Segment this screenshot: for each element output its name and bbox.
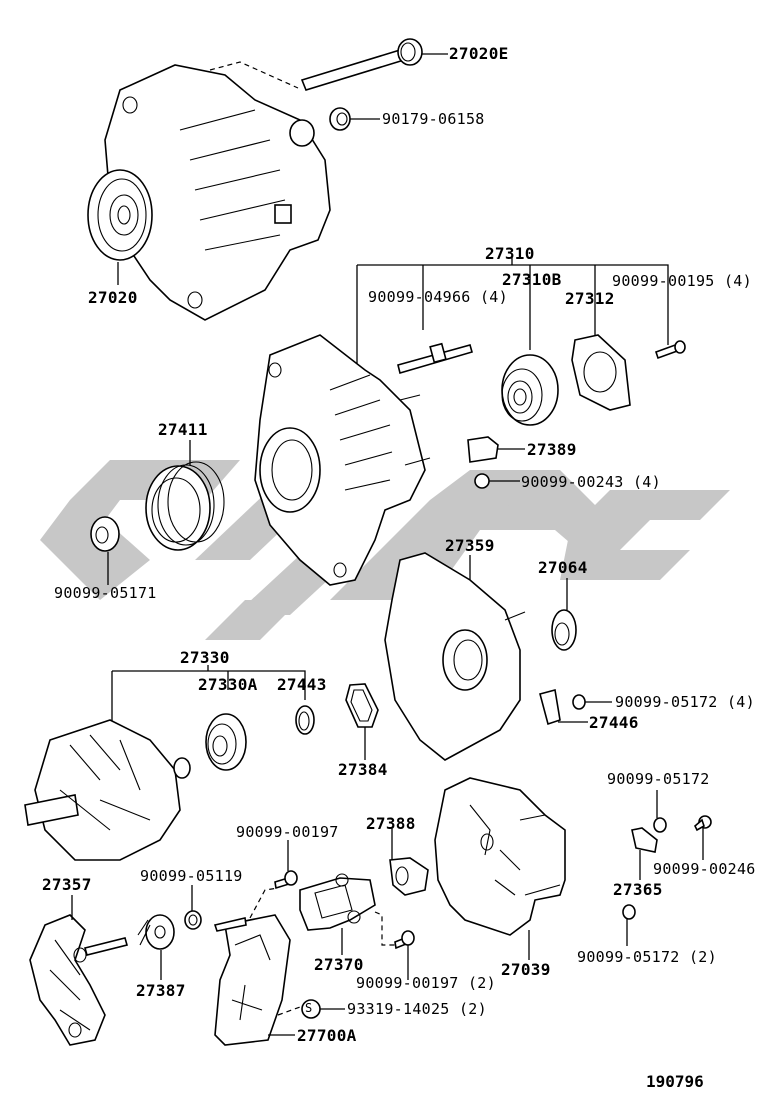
label-27387[interactable]: 27387 <box>136 981 186 1000</box>
screw-90099-00197[interactable] <box>274 870 298 890</box>
seal-27384[interactable] <box>345 683 379 728</box>
label-27310[interactable]: 27310 <box>485 244 535 263</box>
nut-90179-06158[interactable] <box>329 107 351 131</box>
terminal-cap-27389[interactable] <box>467 436 499 463</box>
retainer-plate-27312[interactable] <box>571 334 631 411</box>
rear-frame-27359[interactable] <box>384 552 526 761</box>
rectifier-holder-27357[interactable] <box>29 914 128 1046</box>
label-90099-04966[interactable]: 90099-04966 (4) <box>368 288 508 306</box>
label-27370[interactable]: 27370 <box>314 955 364 974</box>
bearing-27330A[interactable] <box>205 713 247 771</box>
pulley-nut-90099-05171[interactable] <box>90 516 120 552</box>
label-27064[interactable]: 27064 <box>538 558 588 577</box>
label-27330[interactable]: 27330 <box>180 648 230 667</box>
label-90099-00243[interactable]: 90099-00243 (4) <box>521 473 661 491</box>
nut-90099-00243[interactable] <box>474 473 490 489</box>
cover-27443[interactable] <box>295 705 315 735</box>
label-90099-00195[interactable]: 90099-00195 (4) <box>612 272 752 290</box>
label-93319-14025[interactable]: 93319-14025 (2) <box>347 1000 487 1018</box>
label-90099-00197[interactable]: 90099-00197 <box>236 823 339 841</box>
label-90099-05172[interactable]: 90099-05172 <box>607 770 710 788</box>
label-27700A[interactable]: 27700A <box>297 1026 357 1045</box>
s-marker-label: S <box>305 1001 313 1015</box>
label-90099-05172-x4[interactable]: 90099-05172 (4) <box>615 693 755 711</box>
label-90179-06158[interactable]: 90179-06158 <box>382 110 485 128</box>
stud-90099-04966[interactable] <box>397 342 473 375</box>
terminal-insulator-27387[interactable] <box>137 914 175 950</box>
bearing-27310B[interactable] <box>501 354 559 426</box>
rear-end-cover-27039[interactable] <box>434 777 566 936</box>
label-27020[interactable]: 27020 <box>88 288 138 307</box>
alternator-assembly-27020[interactable] <box>87 64 331 321</box>
insulator-27064[interactable] <box>551 609 577 651</box>
label-27389[interactable]: 27389 <box>527 440 577 459</box>
nut-90099-05172-x2[interactable] <box>622 904 636 920</box>
nut-90099-05119[interactable] <box>184 910 202 930</box>
label-27411[interactable]: 27411 <box>158 420 208 439</box>
label-27446[interactable]: 27446 <box>589 713 639 732</box>
label-27443[interactable]: 27443 <box>277 675 327 694</box>
rotor-27330[interactable] <box>24 719 191 861</box>
regulator-27700A[interactable] <box>213 914 291 1046</box>
label-27359[interactable]: 27359 <box>445 536 495 555</box>
label-90099-00246[interactable]: 90099-00246 <box>653 860 756 878</box>
nut-90099-05172-x4[interactable] <box>572 694 586 710</box>
label-90099-05171[interactable]: 90099-05171 <box>54 584 157 602</box>
label-27384[interactable]: 27384 <box>338 760 388 779</box>
through-bolt-27020E[interactable] <box>300 38 423 91</box>
bolt-90099-00246[interactable] <box>694 815 712 832</box>
nut-90099-05172[interactable] <box>653 817 667 833</box>
pulley-27411[interactable] <box>145 461 225 551</box>
insulator-27446[interactable] <box>539 689 561 726</box>
label-27310B[interactable]: 27310B <box>502 270 562 289</box>
label-90099-05172-x2[interactable]: 90099-05172 (2) <box>577 948 717 966</box>
label-90099-00197-x2[interactable]: 90099-00197 (2) <box>356 974 496 992</box>
reference-code: 190796 <box>646 1072 704 1091</box>
label-90099-05119[interactable]: 90099-05119 <box>140 867 243 885</box>
label-27365[interactable]: 27365 <box>613 880 663 899</box>
label-27330A[interactable]: 27330A <box>198 675 258 694</box>
terminal-insulator-27388[interactable] <box>389 857 429 896</box>
label-27020E[interactable]: 27020E <box>449 44 509 63</box>
terminal-plate-27365[interactable] <box>631 827 658 853</box>
label-27388[interactable]: 27388 <box>366 814 416 833</box>
label-27039[interactable]: 27039 <box>501 960 551 979</box>
label-27357[interactable]: 27357 <box>42 875 92 894</box>
label-27312[interactable]: 27312 <box>565 289 615 308</box>
screw-90099-00197-x2[interactable] <box>394 930 415 950</box>
screw-90099-00195[interactable] <box>654 340 686 360</box>
alternator-housing-27310[interactable] <box>254 334 431 586</box>
brush-holder-27370[interactable] <box>299 873 376 931</box>
